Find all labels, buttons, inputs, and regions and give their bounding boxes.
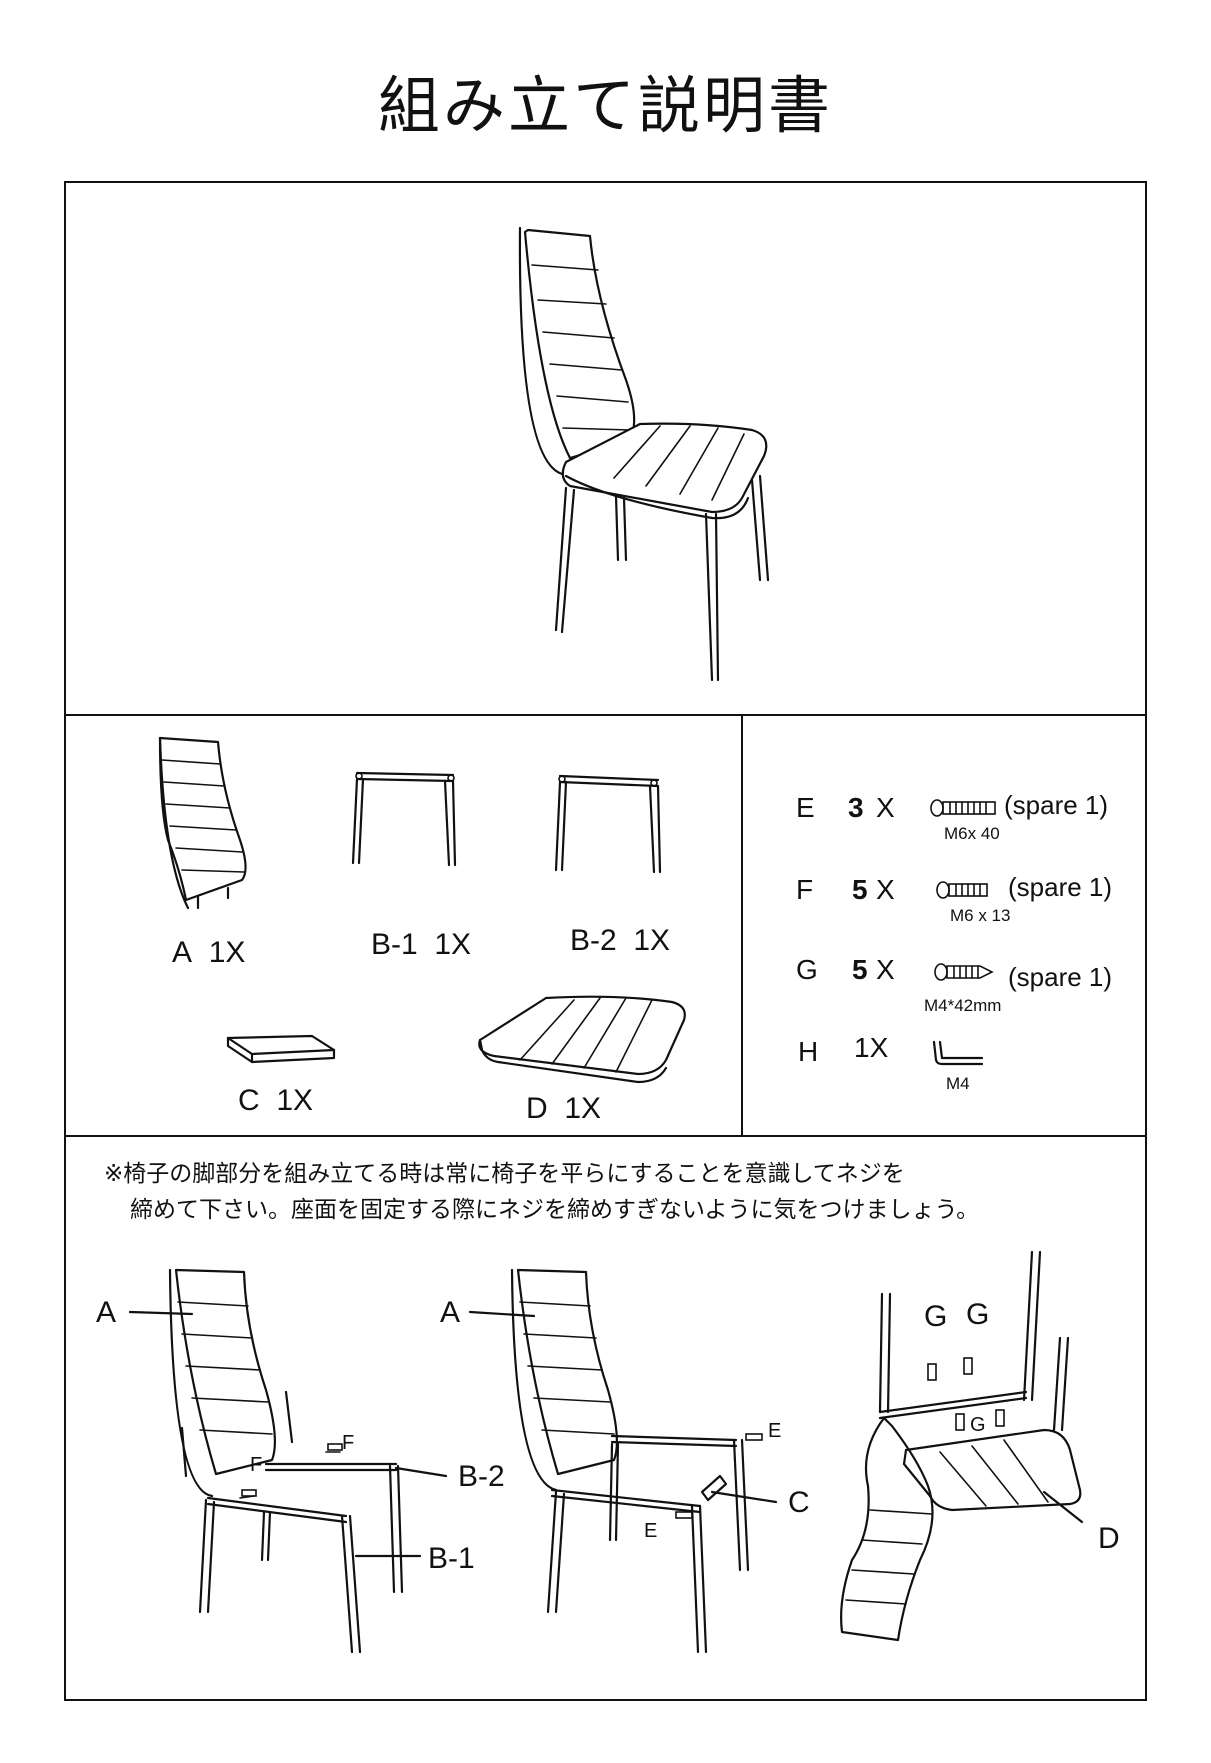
hardware-row-f: F: [796, 874, 814, 905]
bolt-icon: [930, 799, 996, 817]
assembled-chair-illustration: [518, 226, 770, 682]
spare-f: (spare 1): [1008, 872, 1113, 902]
assembly-note-line-2: 締めて下さい。座面を固定する際にネジを締めすぎないように気をつけましょう。: [130, 1197, 980, 1223]
step1-label-b1: B-1: [428, 1542, 475, 1575]
step3-backrest: [840, 1416, 934, 1642]
short-bolt-icon: [936, 881, 988, 899]
part-label-d: D 1X: [526, 1092, 602, 1125]
steps-panel: [64, 1135, 1147, 1701]
step1-label-a: A: [96, 1296, 117, 1329]
step2-label-a: A: [440, 1296, 461, 1329]
step2-label-e1: E: [768, 1420, 782, 1442]
size-h: M4: [946, 1074, 970, 1093]
hardware-x-g: X: [876, 954, 895, 985]
part-label-c: C 1X: [238, 1084, 314, 1117]
size-f: M6 x 13: [950, 906, 1011, 925]
step3-label-g2: G: [966, 1298, 990, 1331]
hardware-count-e: 3: [848, 792, 864, 823]
step1-label-b2: B-2: [458, 1460, 505, 1493]
chair-legs: [554, 474, 770, 682]
hardware-count-f: 5: [852, 874, 868, 905]
step3-label-g1: G: [924, 1300, 948, 1333]
size-g: M4*42mm: [924, 996, 1002, 1015]
hardware-qty-h: 1X: [854, 1032, 889, 1063]
size-e: M6x 40: [944, 824, 1000, 843]
step3-label-d: D: [1098, 1522, 1120, 1555]
hardware-row-g: G: [796, 954, 818, 985]
step-1-illustration: [128, 1268, 448, 1654]
step1-backrest: [168, 1268, 276, 1498]
part-c-crossbar-icon: [226, 1034, 336, 1064]
hardware-x-e: X: [876, 792, 895, 823]
assembly-note-line-1: ※椅子の脚部分を組み立てる時は常に椅子を平らにすることを意識してネジを: [104, 1161, 905, 1187]
spare-e: (spare 1): [1004, 790, 1109, 820]
step1-label-f1: F: [342, 1432, 355, 1454]
part-label-b2: B-2 1X: [570, 924, 671, 957]
part-d-seat-icon: [478, 995, 686, 1084]
hardware-row-e: E: [796, 792, 815, 823]
part-label-b1: B-1 1X: [371, 928, 472, 961]
allen-key-icon: [932, 1040, 984, 1066]
wood-screw-icon: [934, 963, 994, 981]
hardware-panel: [741, 714, 1147, 1137]
part-a-backrest-icon: [158, 736, 247, 910]
hardware-row-h: H: [798, 1036, 819, 1067]
step3-label-g3: G: [970, 1414, 986, 1436]
spare-g: (spare 1): [1008, 962, 1113, 992]
chair-seat: [561, 422, 768, 520]
hardware-count-g: 5: [852, 954, 868, 985]
step2-backrest: [510, 1268, 618, 1492]
part-b2-legs-icon: [554, 774, 662, 874]
step-3-illustration: [840, 1250, 1084, 1642]
step2-label-e2: E: [644, 1520, 658, 1542]
step1-label-f2: F: [250, 1454, 263, 1476]
hardware-x-f: X: [876, 874, 895, 905]
part-label-a: A 1X: [172, 936, 246, 969]
step2-label-c: C: [788, 1486, 810, 1519]
page-title: 組み立て説明書: [377, 69, 833, 142]
part-b1-legs-icon: [351, 771, 457, 867]
step-2-illustration: [468, 1268, 778, 1654]
